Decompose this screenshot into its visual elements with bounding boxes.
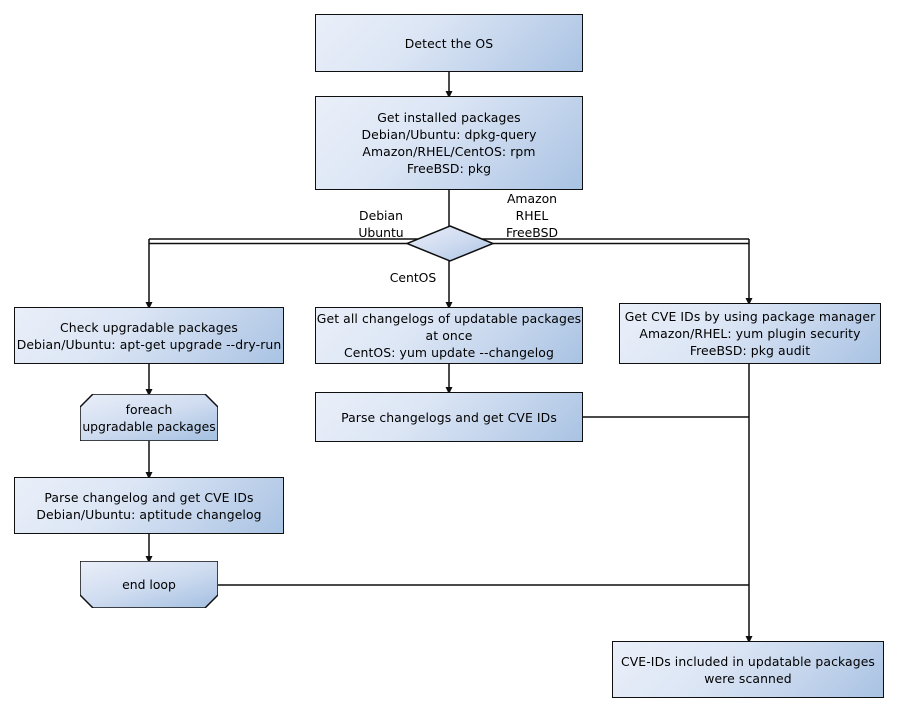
node-get-installed-packages[interactable]: Get installed packages Debian/Ubuntu: dp… [315, 96, 583, 190]
node-cve-ids-scanned[interactable]: CVE-IDs included in updatable packages w… [612, 641, 884, 698]
edge-label-debian-ubuntu: Debian Ubuntu [358, 208, 404, 240]
node-parse-changelogs-all[interactable]: Parse changelogs and get CVE IDs [315, 392, 583, 442]
edge-label-centos: CentOS [389, 270, 437, 285]
node-check-upgradable-packages[interactable]: Check upgradable packages Debian/Ubuntu:… [14, 307, 284, 364]
edge-label-amazon-rhel-freebsd: Amazon RHEL FreeBSD [506, 191, 558, 240]
decision-diamond [405, 225, 495, 262]
node-end-loop[interactable]: end loop [79, 560, 219, 609]
node-get-cve-ids-package-manager[interactable]: Get CVE IDs by using package manager Ama… [619, 303, 881, 364]
node-get-all-changelogs[interactable]: Get all changelogs of updatable packages… [315, 307, 583, 364]
node-detect-os[interactable]: Detect the OS [315, 14, 583, 72]
edge-decision-left [145, 239, 407, 310]
foreach-label: foreach upgradable packages [82, 401, 216, 434]
node-foreach-upgradable-packages[interactable]: foreach upgradable packages [79, 393, 219, 442]
end-loop-label: end loop [122, 577, 176, 592]
node-parse-changelog-single[interactable]: Parse changelog and get CVE IDs Debian/U… [14, 477, 284, 534]
